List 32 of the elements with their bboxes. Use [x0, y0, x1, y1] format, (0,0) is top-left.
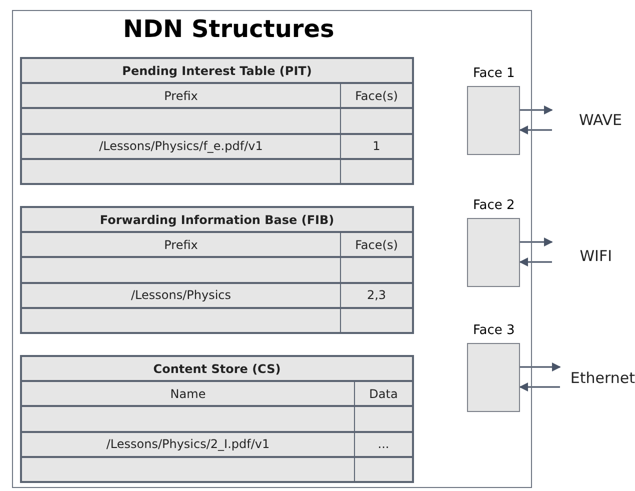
- interface-label: WIFI: [552, 236, 612, 276]
- column-header: Face(s): [340, 83, 413, 108]
- face-label: Face 3: [473, 323, 515, 338]
- table-cell: /Lessons/Physics/2_I.pdf/v1: [21, 432, 355, 457]
- table-cell: 1: [340, 134, 413, 159]
- table-title: Forwarding Information Base (FIB): [21, 207, 413, 232]
- arrow: [520, 362, 561, 372]
- face-label: Face 1: [473, 66, 515, 81]
- panel-title: NDN Structures: [123, 15, 334, 43]
- data-table: [20, 355, 414, 483]
- column-header: Name: [21, 381, 355, 406]
- table-cell: 2,3: [340, 282, 413, 308]
- arrow: [519, 258, 552, 266]
- arrow: [519, 126, 552, 134]
- table-cell: ...: [354, 432, 413, 457]
- interface-label: Ethernet: [560, 358, 635, 398]
- arrow: [520, 238, 553, 246]
- face-label: Face 2: [473, 198, 515, 213]
- table-cell: /Lessons/Physics: [21, 282, 341, 308]
- table-title: Pending Interest Table (PIT): [21, 58, 413, 84]
- arrow: [520, 106, 553, 114]
- data-table: [20, 206, 414, 334]
- column-header: Data: [354, 381, 413, 406]
- column-header: Prefix: [21, 83, 341, 108]
- panel-frame: [12, 10, 532, 488]
- column-header: Prefix: [21, 232, 341, 258]
- interface-label: WAVE: [552, 100, 622, 140]
- table-title: Content Store (CS): [21, 356, 413, 382]
- table-cell: /Lessons/Physics/f_e.pdf/v1: [21, 134, 341, 159]
- arrow: [519, 382, 560, 392]
- column-header: Face(s): [340, 232, 413, 258]
- data-table: [20, 57, 414, 185]
